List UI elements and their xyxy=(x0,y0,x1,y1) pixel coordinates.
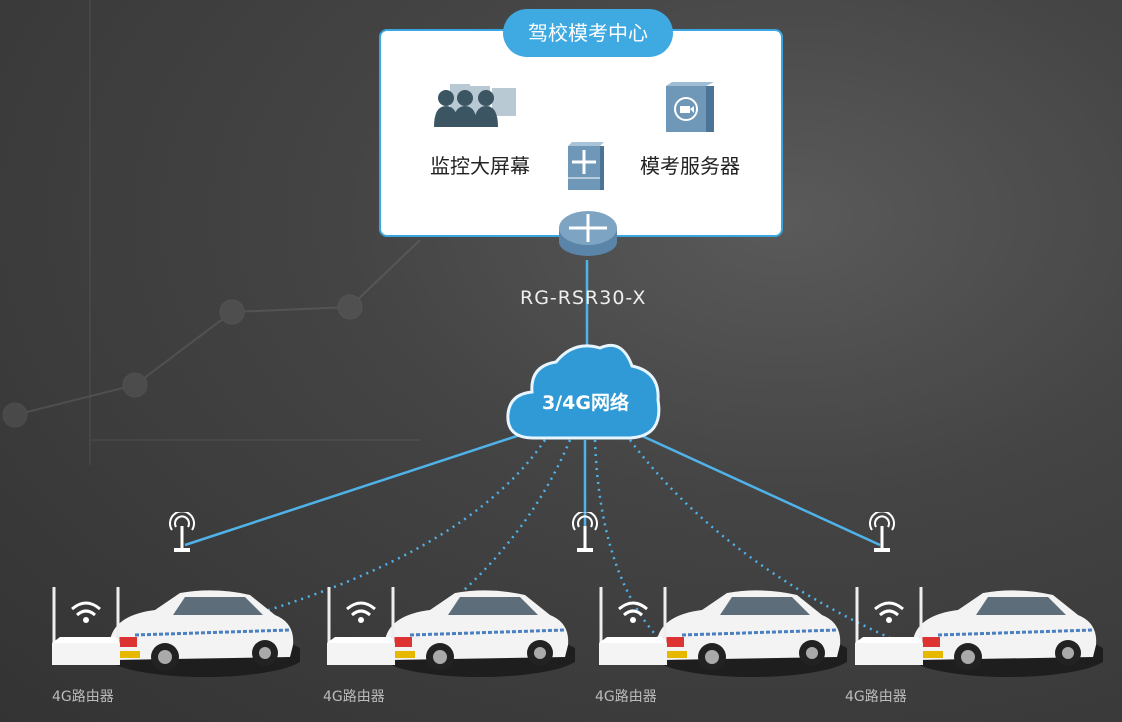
monitor-label: 监控大屏幕 xyxy=(430,154,530,178)
car-icon xyxy=(652,590,847,677)
center-title: 驾校模考中心 xyxy=(503,9,673,57)
router-label: 4G路由器 xyxy=(323,689,385,705)
background-chart xyxy=(2,0,421,465)
monitor-people-icon xyxy=(434,84,516,127)
antenna-icon xyxy=(169,512,195,552)
server-icon xyxy=(666,82,714,132)
4g-router-icon xyxy=(52,587,120,665)
center-box xyxy=(379,29,783,237)
cloud-icon xyxy=(506,343,661,440)
vehicle-group xyxy=(325,585,575,680)
antenna-icon xyxy=(869,512,895,552)
4g-router-icon xyxy=(855,587,923,665)
vehicle-links xyxy=(119,439,891,650)
server-label: 模考服务器 xyxy=(640,154,740,178)
router-label: 4G路由器 xyxy=(595,689,657,705)
vehicle-group xyxy=(853,585,1103,680)
router-label: 4G路由器 xyxy=(52,689,114,705)
4g-router-icon xyxy=(599,587,667,665)
car-icon xyxy=(380,590,575,677)
router-model-label: RG-RSR30-X xyxy=(520,287,647,309)
switch-icon xyxy=(568,142,604,190)
car-icon xyxy=(105,590,300,677)
vehicle-group xyxy=(597,585,847,680)
router-icon xyxy=(559,211,617,256)
vehicle-group xyxy=(50,585,300,680)
network-label: 3/4G网络 xyxy=(542,392,629,414)
4g-router-icon xyxy=(327,587,395,665)
wireless-links xyxy=(184,433,881,547)
car-icon xyxy=(908,590,1103,677)
antenna-icon xyxy=(572,512,598,552)
router-label: 4G路由器 xyxy=(845,689,907,705)
